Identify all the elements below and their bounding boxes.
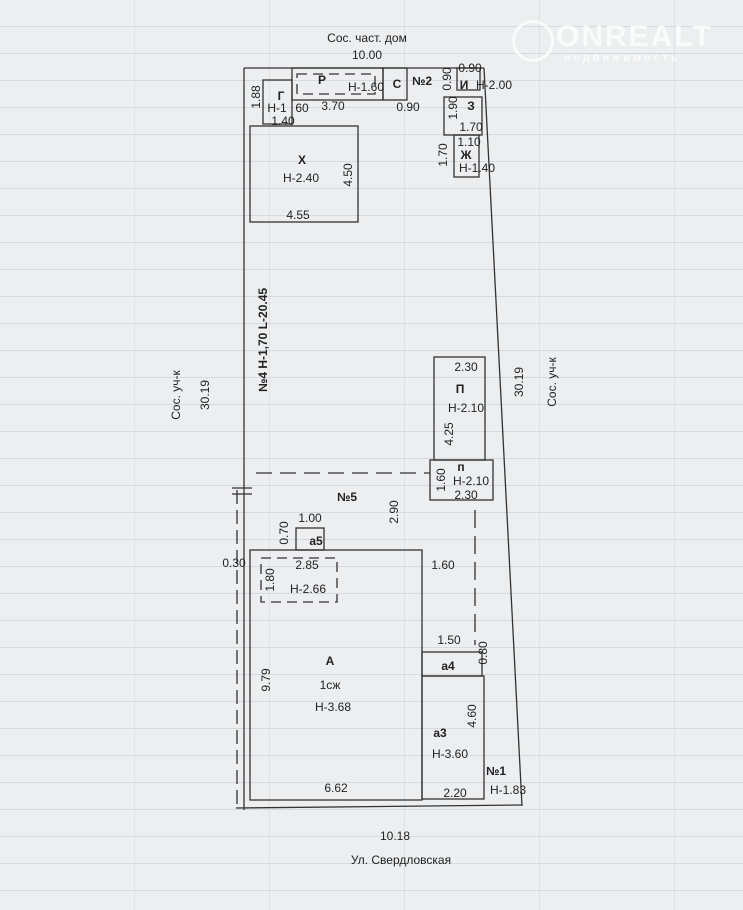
- height-label: Н-3.60: [431, 747, 469, 761]
- annex-a5: [295, 527, 325, 551]
- watermark-brand: ONREALT: [556, 20, 713, 53]
- height-label: Н-1.60: [347, 80, 385, 94]
- dimension-label: 1.90: [446, 96, 460, 120]
- building-label: С: [392, 77, 402, 91]
- dimension-label: 4.60: [465, 704, 479, 728]
- building-label: Р: [317, 73, 327, 87]
- building-label: п: [457, 460, 465, 474]
- dimension-label: 2.85: [295, 558, 319, 572]
- plot-boundary-right: [483, 67, 523, 807]
- dimension-label: 1.50: [437, 633, 461, 647]
- dimension-label: 1.70: [436, 143, 450, 167]
- height-label: Н-2.10: [447, 401, 485, 415]
- plot-boundary-bottom: [235, 804, 523, 809]
- building-g: [262, 79, 293, 125]
- dimension-label: 2.90: [387, 500, 401, 524]
- left-neighbor-label: Сос. уч-к: [169, 370, 183, 420]
- height-label: Н-1: [267, 101, 287, 115]
- dimension-label: 9.79: [259, 668, 273, 692]
- dimension-label: 1.10: [457, 135, 481, 149]
- dimension-label: 6.62: [324, 781, 348, 795]
- height-label: Н-2.40: [282, 171, 320, 185]
- building-label: Х: [297, 153, 307, 167]
- top-neighbor-label: Сос. част. дом: [327, 31, 407, 45]
- dimension-label: 30.19: [198, 379, 212, 411]
- dimension-label: 4.55: [286, 208, 310, 222]
- building-p2: [429, 459, 494, 501]
- lot-number-label: №5: [336, 490, 358, 504]
- height-label: Н-2.66: [289, 582, 327, 596]
- building-label: а3: [433, 726, 447, 740]
- dimension-label: 2.30: [454, 488, 478, 502]
- building-r-dashed: [296, 73, 376, 95]
- height-label: 60: [295, 101, 309, 115]
- dimension-label: 2.20: [443, 786, 467, 800]
- dimension-label: 10.00: [351, 48, 383, 62]
- right-neighbor-label: Сос. уч-к: [545, 357, 559, 407]
- dimension-label: 1.00: [298, 511, 322, 525]
- dimension-label: 10.18: [379, 829, 411, 843]
- dimension-label: 0.80: [476, 641, 490, 665]
- building-i: [456, 67, 481, 91]
- building-label: П: [455, 382, 465, 396]
- dimension-label: 1.80: [263, 568, 277, 592]
- street-label: Ул. Свердловская: [350, 853, 452, 867]
- building-label: А: [325, 654, 335, 668]
- fence-label: №4 Н-1,70 L-20.45: [256, 287, 270, 393]
- dimension-label: 0.90: [440, 67, 454, 91]
- dimension-label: 4.50: [341, 163, 355, 187]
- dimension-label: 1.88: [249, 85, 263, 109]
- dimension-label: 2.30: [454, 360, 478, 374]
- building-label: Ж: [460, 148, 472, 162]
- lot-number-label: №2: [411, 74, 433, 88]
- height-label: Н-3.68: [314, 700, 352, 714]
- height-label: Н-1.83: [489, 783, 527, 797]
- building-label: З: [467, 99, 475, 113]
- dimension-label: 1.60: [431, 558, 455, 572]
- house-logo-icon: [512, 20, 554, 62]
- dimension-label: 0.30: [222, 556, 246, 570]
- annex-a3: [421, 675, 485, 800]
- dimension-label: 1.70: [459, 120, 483, 134]
- height-label: Н-2.00: [475, 78, 513, 92]
- height-label: Н-1.40: [458, 161, 496, 175]
- floors-label: 1сж: [319, 678, 341, 692]
- dimension-label: 0.70: [277, 521, 291, 545]
- basement-dashed: [260, 557, 338, 603]
- dimension-label: 4.25: [442, 422, 456, 446]
- building-label: И: [459, 78, 469, 92]
- building-label: а4: [441, 659, 455, 673]
- building-label: а5: [309, 534, 323, 548]
- building-x: [249, 125, 359, 223]
- dimension-label: 0.90: [396, 100, 420, 114]
- dimension-label: 1.40: [271, 114, 295, 128]
- height-label: Н-2.10: [452, 474, 490, 488]
- dimension-label: 3.70: [321, 99, 345, 113]
- lot-number-label: №1: [485, 764, 507, 778]
- dimension-label: 0.90: [458, 61, 482, 75]
- building-label: Г: [277, 89, 285, 103]
- dimension-label: 1.60: [434, 468, 448, 492]
- building-zh: [453, 134, 480, 178]
- watermark-sub: недвижимость: [564, 52, 681, 64]
- building-s: [382, 67, 408, 101]
- dimension-label: 30.19: [512, 366, 526, 398]
